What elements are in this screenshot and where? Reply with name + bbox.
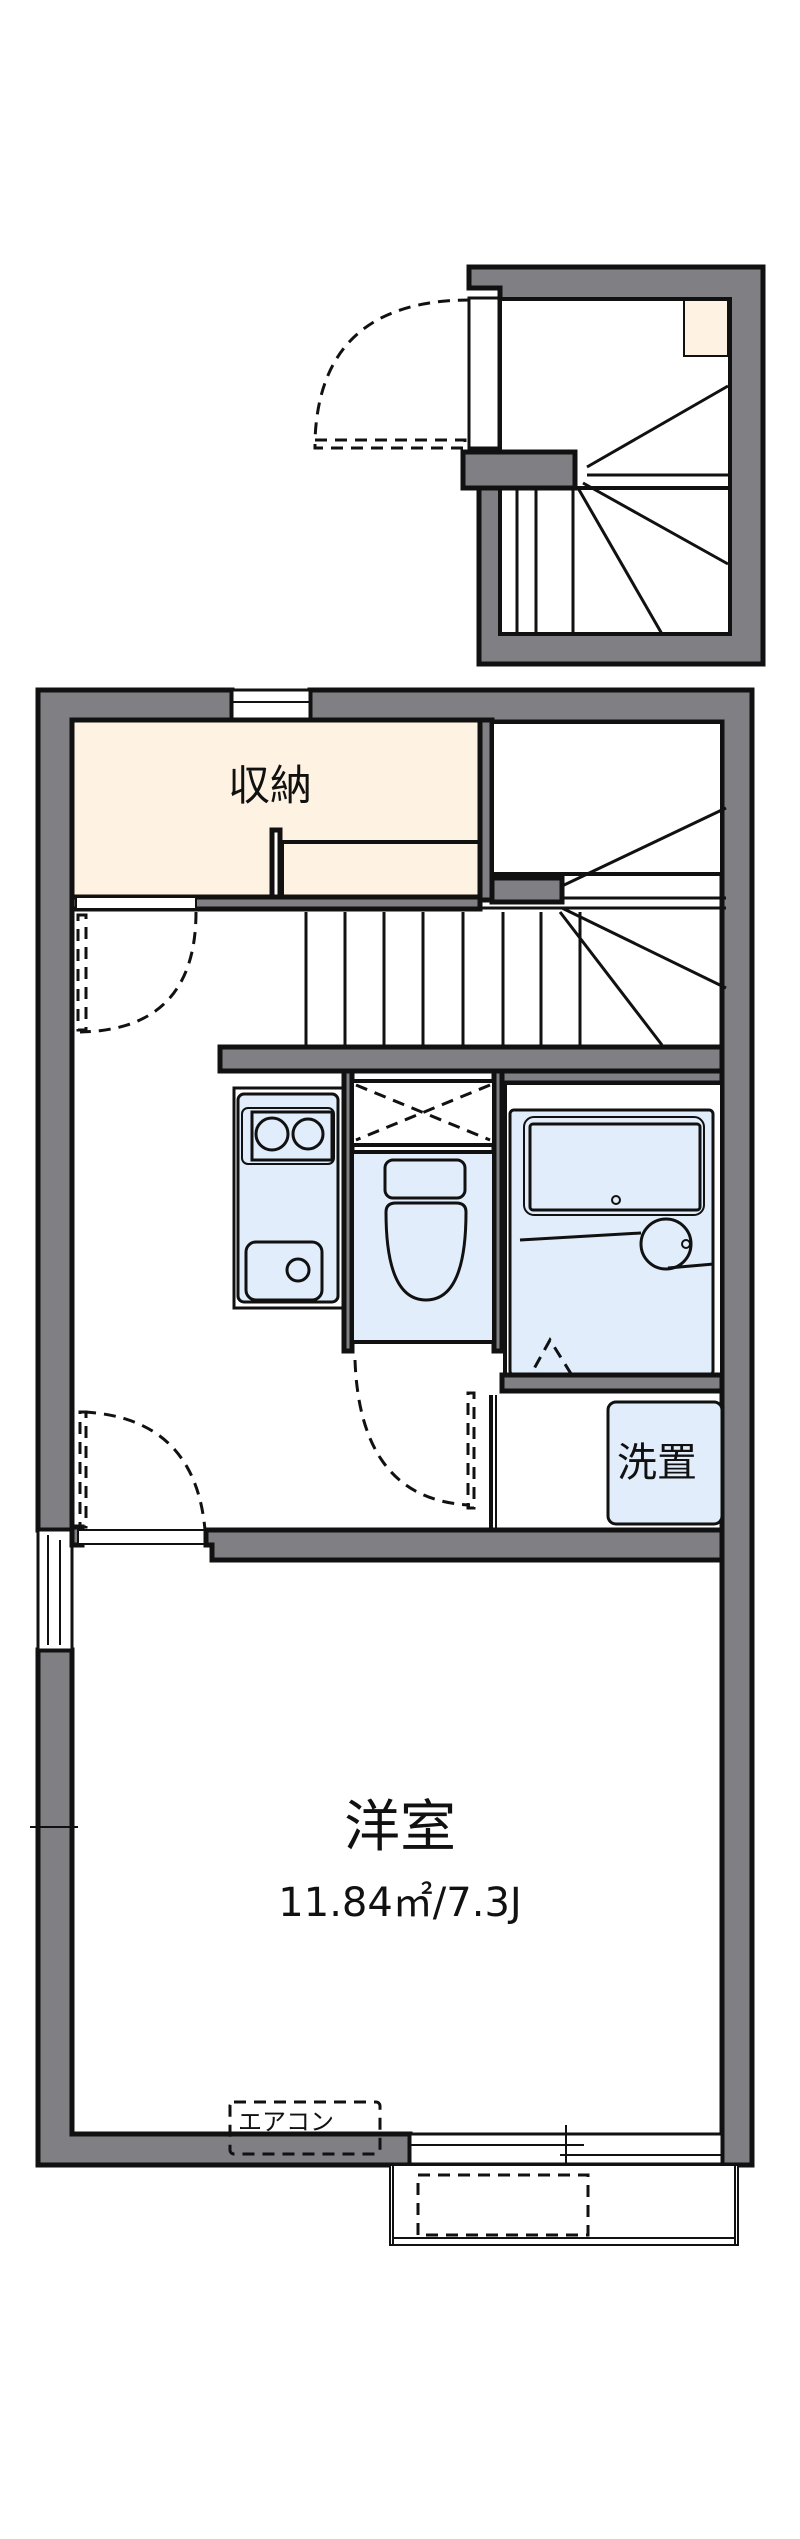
middle-staircase (76, 720, 727, 1074)
bathroom (499, 1068, 725, 1394)
washer-space-label: 洗置 (617, 1440, 697, 1486)
upper-stair-block (313, 264, 766, 667)
balcony (228, 2100, 739, 2246)
air-conditioner-label: エアコン (238, 2108, 334, 2136)
western-room-area: 11.84㎡/7.3J (278, 1880, 522, 1926)
storage-room (69, 717, 495, 912)
western-room-label: 洋室 (344, 1795, 456, 1860)
toilet-room (341, 1068, 505, 1530)
washer-space (491, 1395, 724, 1530)
western-room-partition (69, 1410, 725, 1563)
kitchen (232, 1086, 346, 1310)
storage-label: 収納 (228, 761, 313, 810)
